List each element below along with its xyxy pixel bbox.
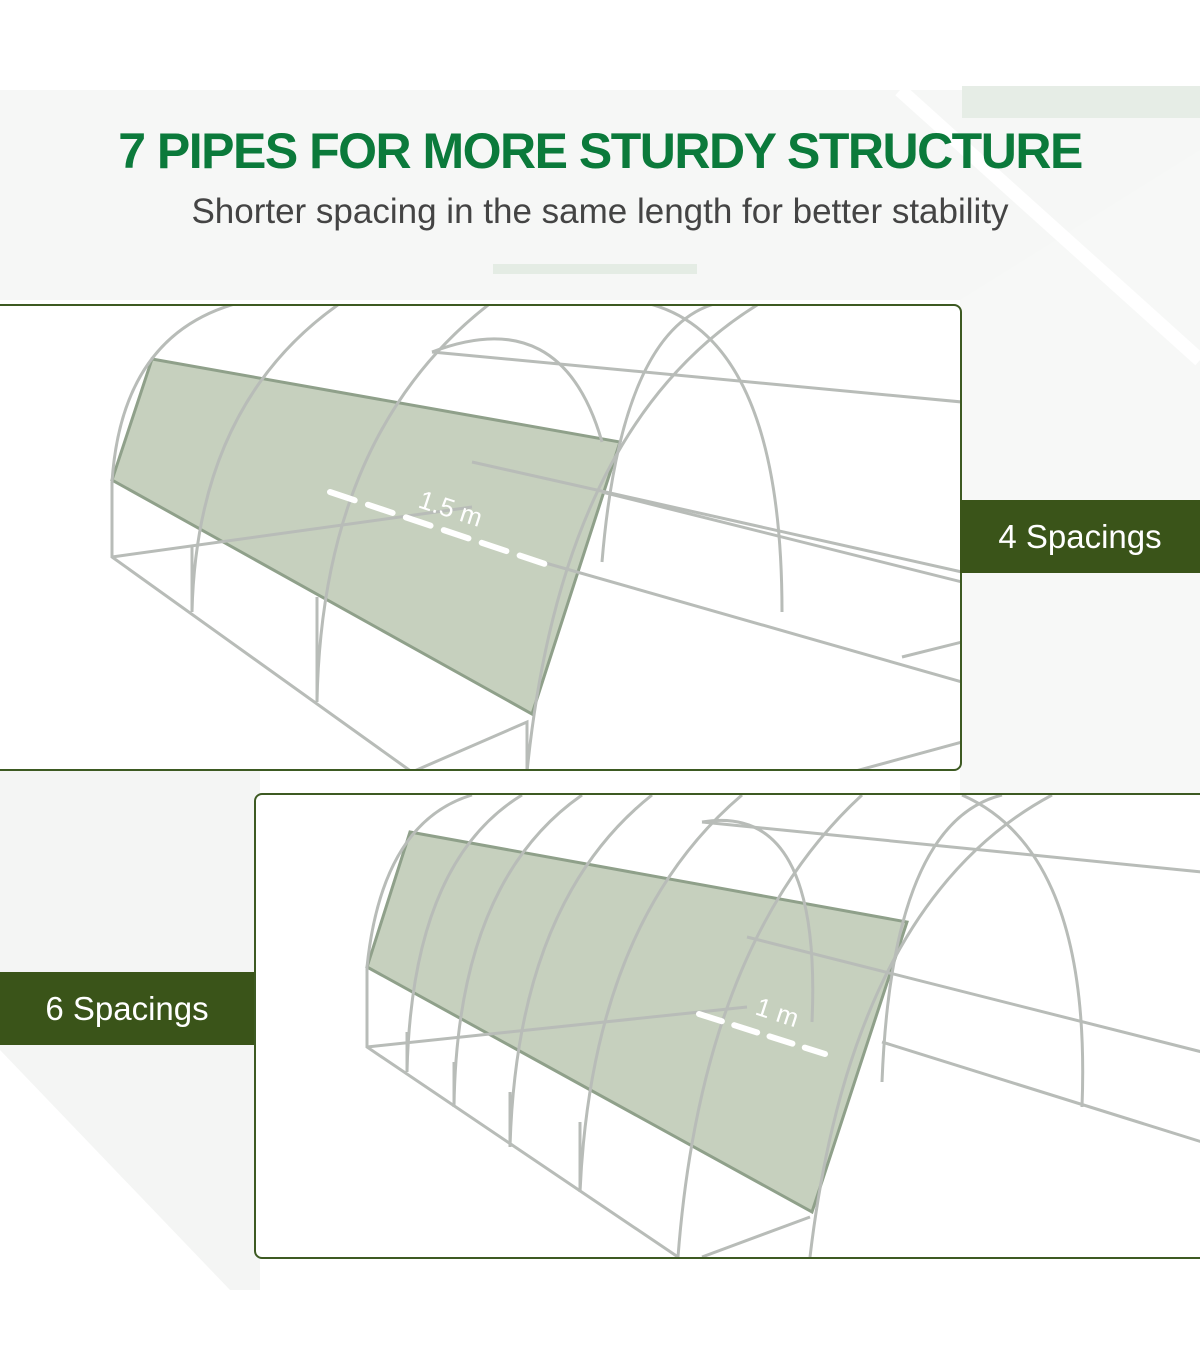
greenhouse-frame-illustration: 1.5 m: [110, 306, 960, 769]
greenhouse-4-spacings-panel: 1.5 m: [0, 304, 962, 771]
greenhouse-frame-illustration: 1 m: [365, 795, 1200, 1257]
greenhouse-6-spacings-panel: 1 m: [254, 793, 1200, 1259]
decorative-bar: [962, 86, 1200, 118]
page-subtitle: Shorter spacing in the same length for b…: [191, 192, 1009, 231]
spacing-label-6: 6 Spacings: [0, 972, 254, 1045]
spacing-label-4: 4 Spacings: [960, 500, 1200, 573]
page-title: 7 PIPES FOR MORE STURDY STRUCTURE: [118, 123, 1083, 179]
divider: [493, 264, 697, 274]
